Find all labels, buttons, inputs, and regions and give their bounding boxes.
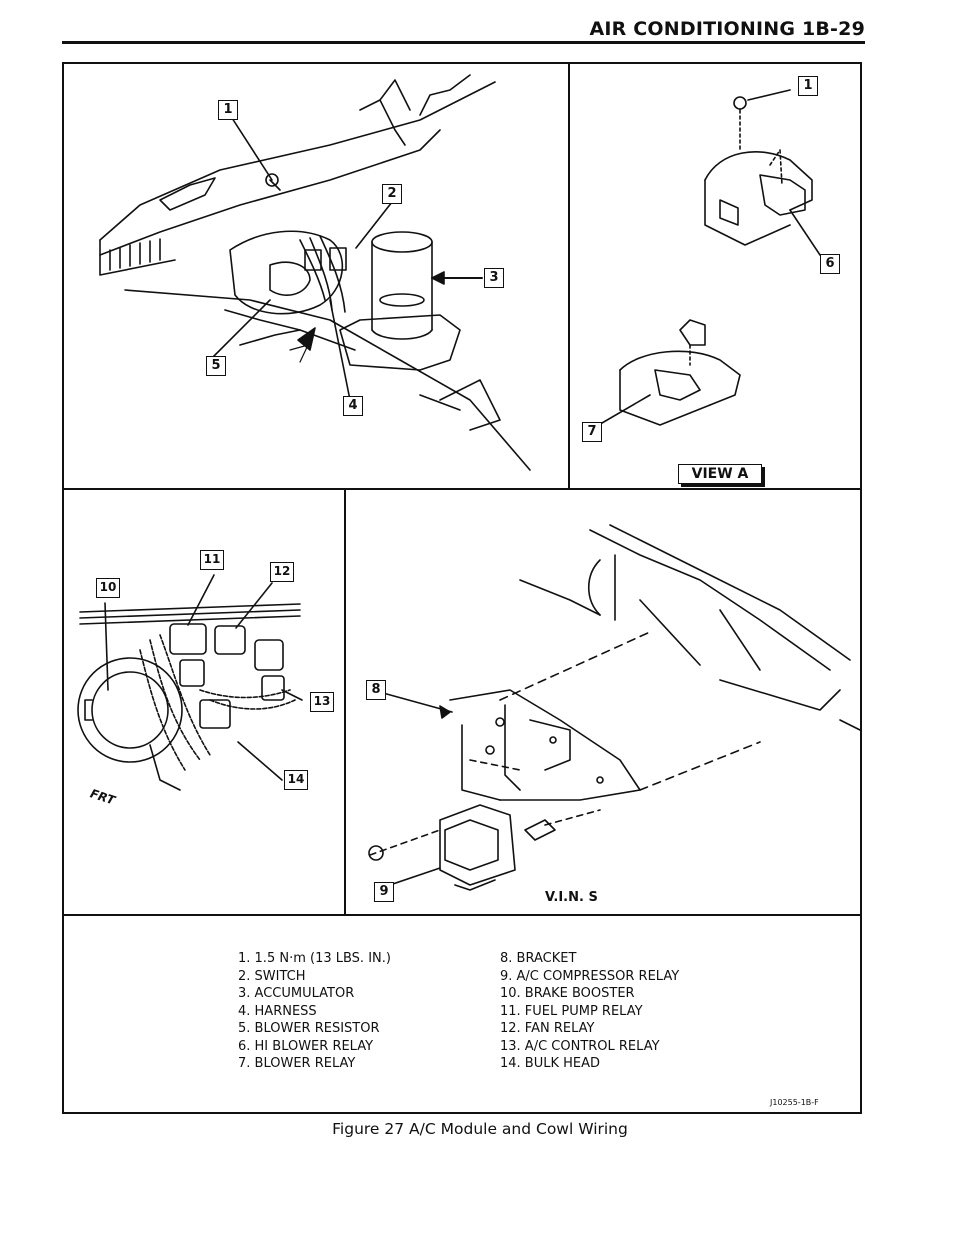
- callout-10: 10: [96, 578, 120, 598]
- legend-item: 12. FAN RELAY: [500, 1021, 595, 1036]
- callout-5: 5: [206, 356, 226, 376]
- view-a-label: VIEW A: [678, 464, 762, 484]
- callout-11: 11: [200, 550, 224, 570]
- callout-7: 7: [582, 422, 602, 442]
- legend-item: 5. BLOWER RESISTOR: [238, 1021, 380, 1036]
- header-rule: [62, 41, 865, 44]
- callout-8: 8: [366, 680, 386, 700]
- legend-item: 3. ACCUMULATOR: [238, 986, 355, 1001]
- legend-item: 7. BLOWER RELAY: [238, 1056, 356, 1071]
- figure-caption: Figure 27 A/C Module and Cowl Wiring: [332, 1120, 628, 1138]
- callout-9: 9: [374, 882, 394, 902]
- legend-item: 9. A/C COMPRESSOR RELAY: [500, 968, 680, 984]
- page-header: AIR CONDITIONING 1B-29: [62, 14, 865, 44]
- legend-item: 6. HI BLOWER RELAY: [238, 1038, 374, 1054]
- divider-view-a: [568, 64, 570, 488]
- bulkhead-drawing: [77, 574, 303, 791]
- callout-1-view-a: 1: [798, 76, 818, 96]
- callout-1: 1: [218, 100, 238, 120]
- legend-item: 13. A/C CONTROL RELAY: [500, 1038, 660, 1054]
- callout-13: 13: [310, 692, 334, 712]
- callout-4: 4: [343, 396, 363, 416]
- legend-item: 2. SWITCH: [238, 968, 306, 984]
- callout-12: 12: [270, 562, 294, 582]
- divider-bottom-panels: [344, 488, 346, 914]
- callout-14: 14: [284, 770, 308, 790]
- legend-left: 1. 1.5 N·m (13 LBS. IN.) 2. SWITCH 3. AC…: [238, 950, 391, 1073]
- legend-right: 8. BRACKET 9. A/C COMPRESSOR RELAY 10. B…: [500, 950, 679, 1073]
- legend-item: 4. HARNESS: [238, 1003, 317, 1019]
- legend-item: 14. BULK HEAD: [500, 1056, 601, 1071]
- callout-2: 2: [382, 184, 402, 204]
- divider-top-panels: [64, 488, 860, 490]
- legend-item: 11. FUEL PUMP RELAY: [500, 1003, 643, 1019]
- legend-item: 8. BRACKET: [500, 951, 577, 966]
- divider-legend: [64, 914, 860, 916]
- callout-3: 3: [484, 268, 504, 288]
- legend-item: 10. BRAKE BOOSTER: [500, 986, 635, 1001]
- cowl-drawing: [99, 74, 531, 471]
- bracket-drawing: [368, 524, 861, 891]
- legend-item: 1. 1.5 N·m (13 LBS. IN.): [238, 951, 391, 966]
- page-title: AIR CONDITIONING 1B-29: [589, 18, 865, 40]
- view-a-drawing: [589, 89, 821, 431]
- figure-reference-code: J10255-1B-F: [770, 1098, 819, 1107]
- figure-frame: [62, 62, 862, 1114]
- callout-6: 6: [820, 254, 840, 274]
- vin-label: V.I.N. S: [545, 890, 598, 905]
